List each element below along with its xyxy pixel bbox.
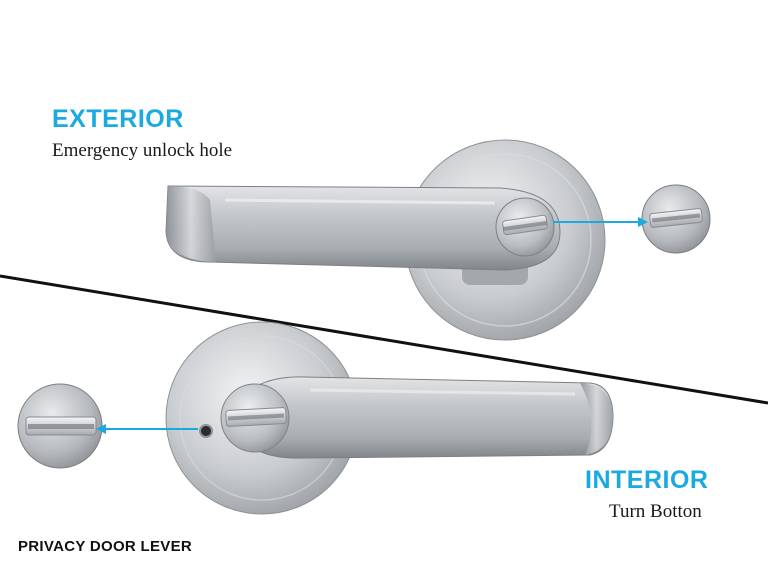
exterior-unlock-detail: [641, 184, 711, 254]
interior-turn-button-detail: [17, 383, 103, 469]
interior-subheading: Turn Botton: [609, 501, 702, 522]
exterior-callout-arrow: [553, 217, 648, 227]
interior-lever-assembly: [165, 321, 614, 515]
diagonal-divider: [0, 274, 768, 405]
interior-lever: [239, 376, 614, 459]
interior-release-hole: [199, 424, 213, 438]
exterior-lever-assembly: [165, 139, 606, 341]
interior-callout-arrow: [96, 424, 198, 434]
exterior-lever: [165, 185, 561, 271]
product-caption: PRIVACY DOOR LEVER: [18, 538, 193, 555]
exterior-heading: EXTERIOR: [52, 105, 184, 133]
exterior-subheading: Emergency unlock hole: [52, 140, 233, 161]
interior-heading: INTERIOR: [585, 466, 709, 494]
